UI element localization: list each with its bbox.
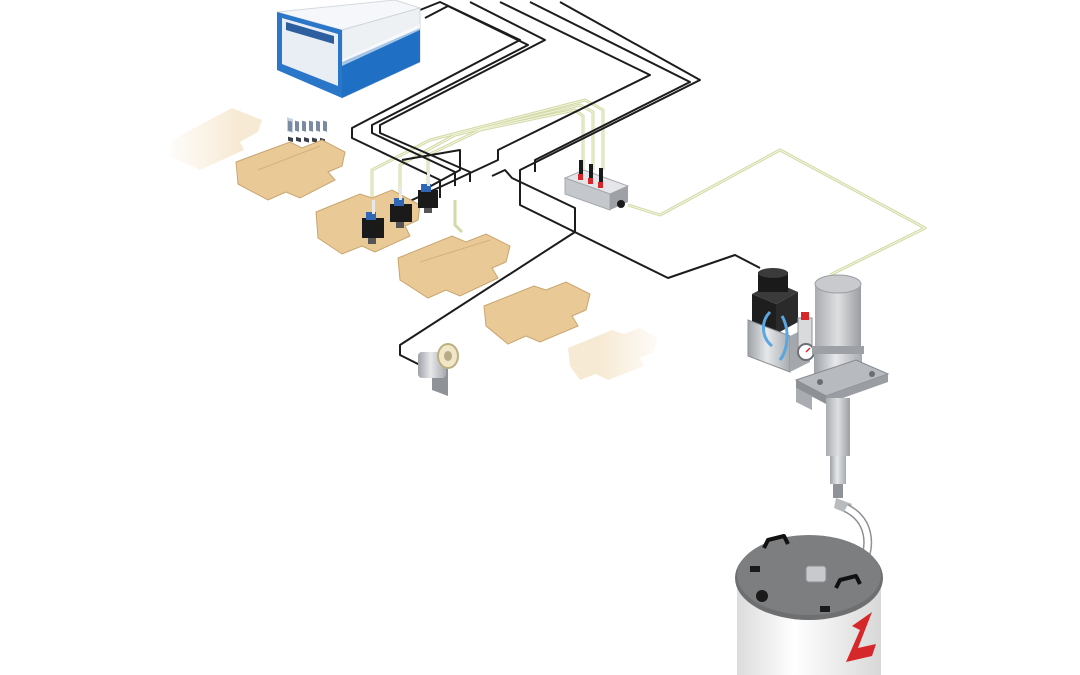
encoder-wheel-icon <box>418 343 459 396</box>
pressure-gauge-icon <box>797 343 815 361</box>
pump-unit <box>747 268 890 514</box>
pressure-regulator <box>797 312 815 361</box>
cardboard-blank <box>483 281 591 345</box>
encoder <box>418 343 459 396</box>
air-lines-highlight <box>371 99 926 276</box>
glue-gun-icon <box>390 186 412 228</box>
air-manifold <box>563 160 630 211</box>
cardboard-blank <box>397 233 511 299</box>
controller-unit <box>276 0 422 144</box>
brand-logo <box>846 612 876 662</box>
glue-gun-icon <box>362 200 384 244</box>
adhesive-drum <box>735 534 883 675</box>
cardboard-blank <box>235 139 346 201</box>
hoses <box>351 1 761 366</box>
glue-gun-icon <box>418 172 438 213</box>
drum-icon <box>735 534 883 675</box>
glue-guns <box>362 172 438 244</box>
valve-manifold-icon <box>563 160 630 211</box>
